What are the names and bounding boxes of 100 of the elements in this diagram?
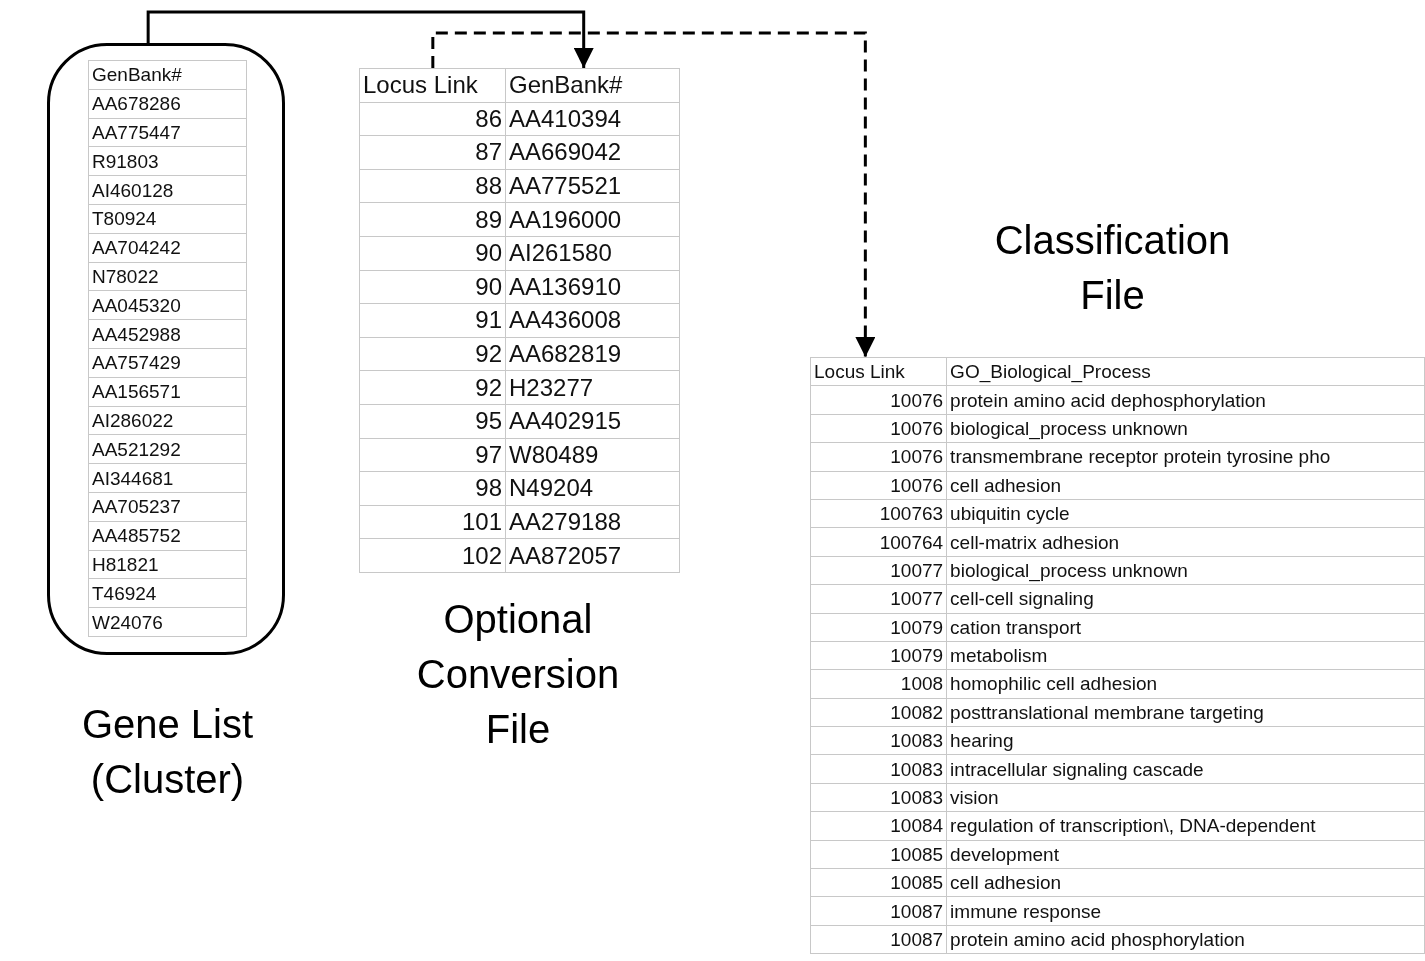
table-cell: 95 — [359, 404, 506, 439]
table-cell: AA775521 — [505, 169, 680, 203]
table-cell: N49204 — [505, 471, 680, 506]
arrow — [431, 31, 876, 357]
table-cell: hearing — [946, 726, 1425, 755]
table-cell: AA402915 — [505, 404, 680, 439]
table-cell: homophilic cell adhesion — [946, 669, 1425, 699]
table-cell: AA669042 — [505, 135, 680, 170]
table-cell: cation transport — [946, 613, 1425, 642]
table-cell: W80489 — [505, 438, 680, 472]
table-cell: AA682819 — [505, 337, 680, 371]
table-cell: AA775447 — [88, 118, 247, 147]
table-cell: 10085 — [810, 868, 947, 897]
table-cell: biological_process unknown — [946, 556, 1425, 585]
table-cell: AI261580 — [505, 236, 680, 271]
table-cell: 89 — [359, 202, 506, 237]
table-cell: ubiquitin cycle — [946, 499, 1425, 528]
table-cell: cell adhesion — [946, 868, 1425, 897]
table-cell: cell-matrix adhesion — [946, 527, 1425, 557]
header-cell: GO_Biological_Process — [946, 357, 1425, 386]
table-cell: 87 — [359, 135, 506, 170]
table-cell: 90 — [359, 270, 506, 304]
table-cell: protein amino acid phosphorylation — [946, 925, 1425, 954]
header-cell: Locus Link — [810, 357, 947, 386]
table-cell: AA705237 — [88, 492, 247, 522]
table-cell: 10077 — [810, 584, 947, 613]
table-cell: 10085 — [810, 840, 947, 869]
table-caption: Classification File — [993, 217, 1232, 319]
rounded-frame — [47, 43, 285, 655]
table-cell: 10083 — [810, 754, 947, 784]
gene-list-table — [88, 60, 247, 637]
table-cell: 10087 — [810, 896, 947, 926]
table-cell: AA196000 — [505, 202, 680, 237]
table-cell: AA436008 — [505, 303, 680, 338]
table-cell: 10087 — [810, 925, 947, 954]
table-cell: 100764 — [810, 527, 947, 557]
table-cell: 90 — [359, 236, 506, 271]
table-cell: AI460128 — [88, 175, 247, 205]
table-cell: 98 — [359, 471, 506, 506]
table-cell: H81821 — [88, 550, 247, 579]
table-cell: 10084 — [810, 811, 947, 841]
table-cell: 10076 — [810, 385, 947, 415]
table-cell: AA757429 — [88, 348, 247, 378]
table-cell: 10079 — [810, 641, 947, 670]
arrow — [146, 10, 594, 68]
table-caption: Optional Conversion File — [415, 596, 621, 753]
table-cell: transmembrane receptor protein tyrosine pho — [946, 442, 1425, 472]
table-cell: AA521292 — [88, 434, 247, 464]
table-cell: 91 — [359, 303, 506, 338]
table-cell: 10077 — [810, 556, 947, 585]
table-cell: 10076 — [810, 471, 947, 500]
table-cell: AA136910 — [505, 270, 680, 304]
table-cell: 100763 — [810, 499, 947, 528]
table-cell: regulation of transcription\, DNA-dependent — [946, 811, 1425, 841]
table-cell: W24076 — [88, 607, 247, 637]
table-cell: 10076 — [810, 442, 947, 472]
table-cell: vision — [946, 783, 1425, 812]
table-cell: protein amino acid dephosphorylation — [946, 385, 1425, 415]
table-cell: intracellular signaling cascade — [946, 754, 1425, 784]
header-cell: GenBank# — [505, 68, 680, 103]
table-cell: AA704242 — [88, 233, 247, 263]
table-cell: 10083 — [810, 783, 947, 812]
table-cell: AA279188 — [505, 505, 680, 539]
table-cell: metabolism — [946, 641, 1425, 670]
table-caption: Gene List (Cluster) — [80, 701, 255, 803]
table-cell: AA452988 — [88, 319, 247, 349]
table-cell: AA678286 — [88, 89, 247, 119]
table-cell: H23277 — [505, 370, 680, 405]
table-cell: AA872057 — [505, 538, 680, 573]
table-cell: AI344681 — [88, 463, 247, 493]
header-cell: GenBank# — [88, 60, 247, 90]
table-cell: 86 — [359, 102, 506, 136]
conversion-table — [359, 68, 680, 573]
table-cell: 97 — [359, 438, 506, 472]
table-cell: 10083 — [810, 726, 947, 755]
table-cell: development — [946, 840, 1425, 869]
table-cell: 92 — [359, 370, 506, 405]
table-cell: N78022 — [88, 262, 247, 291]
table-cell: 10079 — [810, 613, 947, 642]
table-cell: immune response — [946, 896, 1425, 926]
table-cell: 92 — [359, 337, 506, 371]
table-cell: cell-cell signaling — [946, 584, 1425, 613]
table-cell: 10082 — [810, 698, 947, 727]
table-cell: AA156571 — [88, 377, 247, 407]
table-cell: 10076 — [810, 414, 947, 443]
classification-table — [810, 357, 1425, 955]
table-cell: 88 — [359, 169, 506, 203]
header-cell: Locus Link — [359, 68, 506, 103]
table-cell: R91803 — [88, 146, 247, 176]
table-cell: 102 — [359, 538, 506, 573]
table-cell: T80924 — [88, 204, 247, 234]
table-cell: T46924 — [88, 578, 247, 608]
table-cell: posttranslational membrane targeting — [946, 698, 1425, 727]
table-cell: AA045320 — [88, 290, 247, 320]
table-cell: biological_process unknown — [946, 414, 1425, 443]
table-cell: AA485752 — [88, 521, 247, 551]
table-cell: AA410394 — [505, 102, 680, 136]
table-cell: cell adhesion — [946, 471, 1425, 500]
table-cell: 101 — [359, 505, 506, 539]
table-cell: AI286022 — [88, 406, 247, 435]
